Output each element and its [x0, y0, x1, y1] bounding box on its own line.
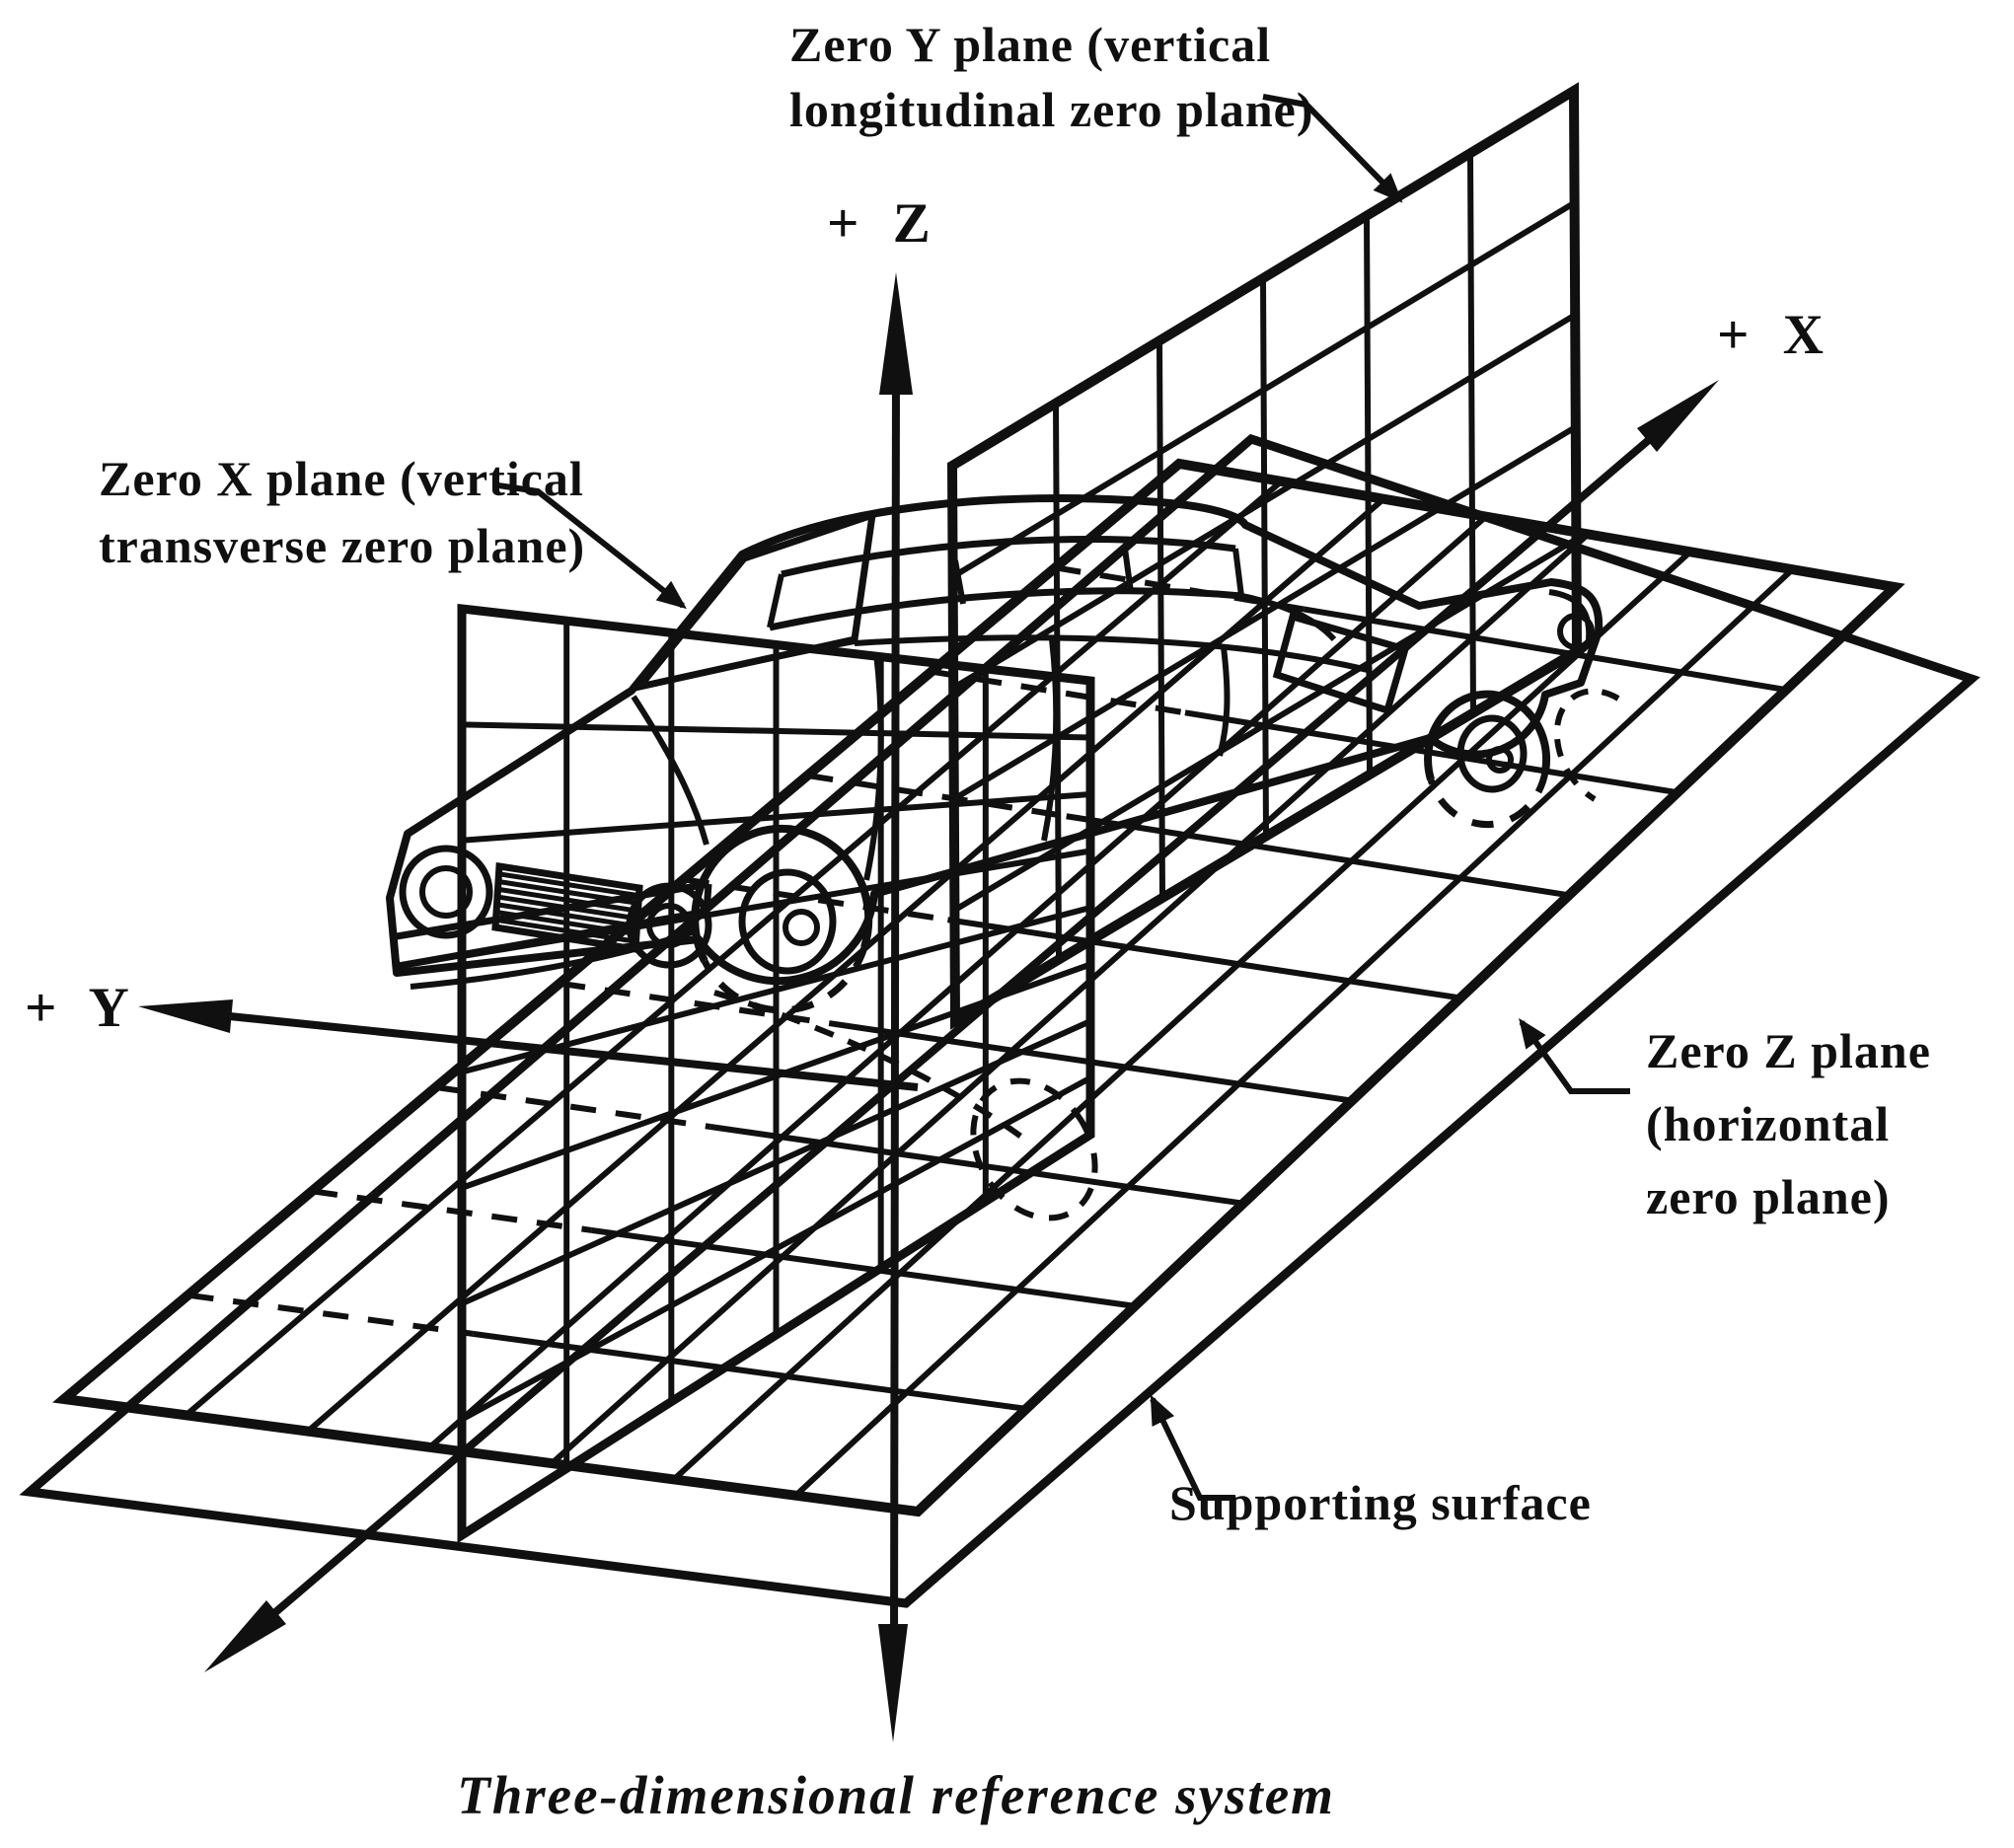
- front-bumper: [390, 880, 712, 971]
- shoulder-line: [854, 634, 1373, 674]
- z-axis-negative-arrowhead: [878, 1624, 908, 1742]
- zero-x-plane-label: Zero X plane (vertical transverse zero p…: [99, 451, 585, 573]
- zero-z-plane-label: Zero Z plane (horizontal zero plane): [1646, 1023, 1931, 1224]
- y-axis: [138, 999, 919, 1091]
- rear-wheel: [1424, 690, 1551, 829]
- door-cut-lines: [863, 638, 1231, 881]
- x-axis: [204, 380, 1719, 1672]
- zero-x-plane: [457, 603, 1095, 1544]
- zero-x-plane-grid: [460, 621, 1092, 1469]
- zero-x-plane-label-line1: Zero X plane (vertical: [99, 451, 584, 506]
- figure-caption: Three-dimensional reference system: [457, 1765, 1335, 1825]
- left-headlight: [399, 845, 493, 939]
- front-valance: [410, 928, 696, 990]
- hidden-front-right-wheel: [970, 1077, 1098, 1221]
- trunk-edge-line: [1548, 589, 1593, 640]
- right-headlight-inner: [646, 903, 692, 948]
- car-illustration: [386, 493, 1620, 1221]
- zero-x-plane-label-line2: transverse zero plane): [99, 518, 585, 573]
- c-pillar-line: [1240, 593, 1337, 642]
- supporting-surface-leader-arrow: [1150, 1394, 1235, 1501]
- z-axis-label: + Z: [827, 192, 940, 255]
- front-wheel: [691, 824, 873, 1014]
- zero-z-plane-label-line3: zero plane): [1646, 1169, 1891, 1224]
- side-window-top: [781, 536, 1236, 578]
- x-axis-arrowhead: [1637, 380, 1719, 452]
- zero-y-plane-label-line1: Zero Y plane (vertical: [789, 17, 1271, 72]
- zero-x-plane-top-edge-overlay: [461, 605, 1091, 685]
- zero-z-plane-leader-arrow: [1519, 1017, 1630, 1094]
- car-body-outline: [386, 493, 1604, 986]
- z-axis-arrowhead: [879, 272, 913, 395]
- hidden-rear-right-wheel: [1553, 688, 1620, 802]
- cowl-line: [638, 638, 856, 690]
- zero-y-plane-label: Zero Y plane (vertical longitudinal zero…: [789, 17, 1313, 137]
- front-fender-line: [631, 695, 709, 846]
- y-axis-label: + Y: [25, 977, 139, 1039]
- beltline: [769, 587, 1242, 631]
- window-pillars: [767, 548, 1244, 628]
- zero-x-plane-leader-arrow: [497, 482, 687, 610]
- x-axis-negative-arrowhead: [204, 1600, 286, 1672]
- zero-z-plane-label-line2: (horizontal: [1646, 1096, 1890, 1151]
- supporting-surface-label: Supporting surface: [1169, 1475, 1592, 1530]
- zero-z-plane-label-line1: Zero Z plane: [1646, 1023, 1931, 1078]
- zero-z-plane-grid: [184, 479, 1795, 1498]
- z-axis: [878, 272, 913, 1742]
- left-headlight-inner: [419, 865, 473, 919]
- supporting-surface: [19, 433, 1980, 1608]
- x-axis-label: + X: [1717, 304, 1833, 366]
- zero-y-plane-leader-arrow: [1262, 94, 1403, 203]
- zero-y-plane-label-line2: longitudinal zero plane): [789, 82, 1313, 137]
- y-axis-arrowhead: [138, 999, 233, 1033]
